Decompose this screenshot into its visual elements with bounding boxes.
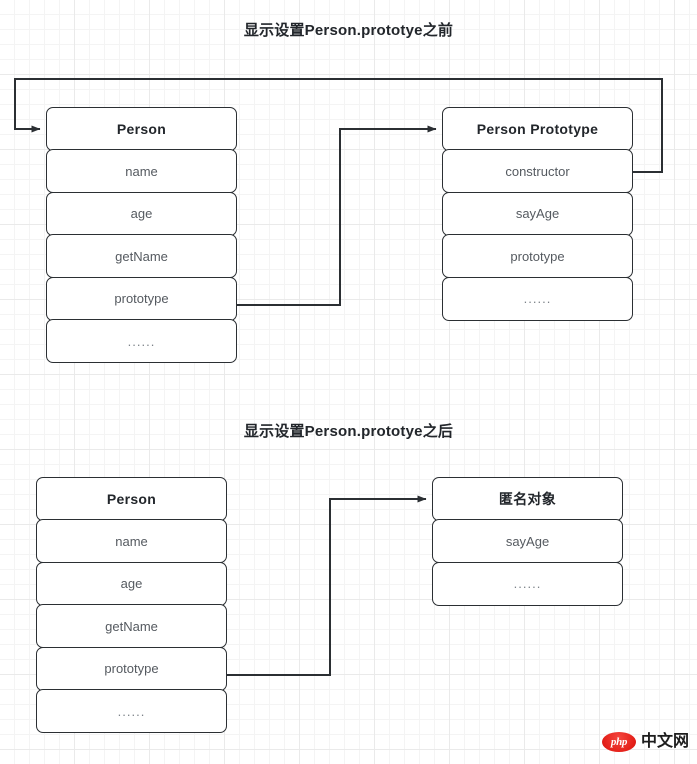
node-person-prototype-header: Person Prototype xyxy=(442,107,633,151)
node-person-bottom-header: Person xyxy=(36,477,227,521)
node-person-bottom-row-age: age xyxy=(36,561,227,606)
node-person-bottom-row-prototype: prototype xyxy=(36,646,227,691)
node-anonymous-object-header: 匿名对象 xyxy=(432,477,623,521)
node-person-bottom-row-name: name xyxy=(36,519,227,564)
node-anonymous-object-row-sayage: sayAge xyxy=(432,519,623,564)
node-person-top-row-age: age xyxy=(46,191,237,236)
watermark-text: 中文网 xyxy=(641,733,690,750)
node-person-top-row-ellipsis: ...... xyxy=(46,319,237,364)
node-person-bottom-row-getname: getName xyxy=(36,604,227,649)
node-person-prototype-row-constructor: constructor xyxy=(442,149,633,194)
node-person-top-header: Person xyxy=(46,107,237,151)
edge-prototype-to-person-prototype xyxy=(237,125,437,306)
node-person-top-row-getname: getName xyxy=(46,234,237,279)
php-logo-icon: php xyxy=(602,732,636,752)
section-title-before: 显示设置Person.prototye之前 xyxy=(243,22,454,39)
node-person-top-row-prototype: prototype xyxy=(46,276,237,321)
node-person-prototype-row-prototype: prototype xyxy=(442,234,633,279)
node-person-bottom-row-ellipsis: ...... xyxy=(36,689,227,734)
node-person-prototype: Person Prototype constructor sayAge prot… xyxy=(442,107,633,321)
node-person-prototype-row-sayage: sayAge xyxy=(442,191,633,236)
section-title-after: 显示设置Person.prototye之后 xyxy=(243,423,454,440)
edge-prototype-to-anonymous xyxy=(227,495,427,676)
node-person-prototype-row-ellipsis: ...... xyxy=(442,276,633,321)
node-anonymous-object-row-ellipsis: ...... xyxy=(432,561,623,606)
node-anonymous-object: 匿名对象 sayAge ...... xyxy=(432,477,623,606)
watermark: php 中文网 xyxy=(602,732,689,752)
node-person-top-row-name: name xyxy=(46,149,237,194)
node-person-top: Person name age getName prototype ...... xyxy=(46,107,237,364)
node-person-bottom: Person name age getName prototype ...... xyxy=(36,477,227,734)
